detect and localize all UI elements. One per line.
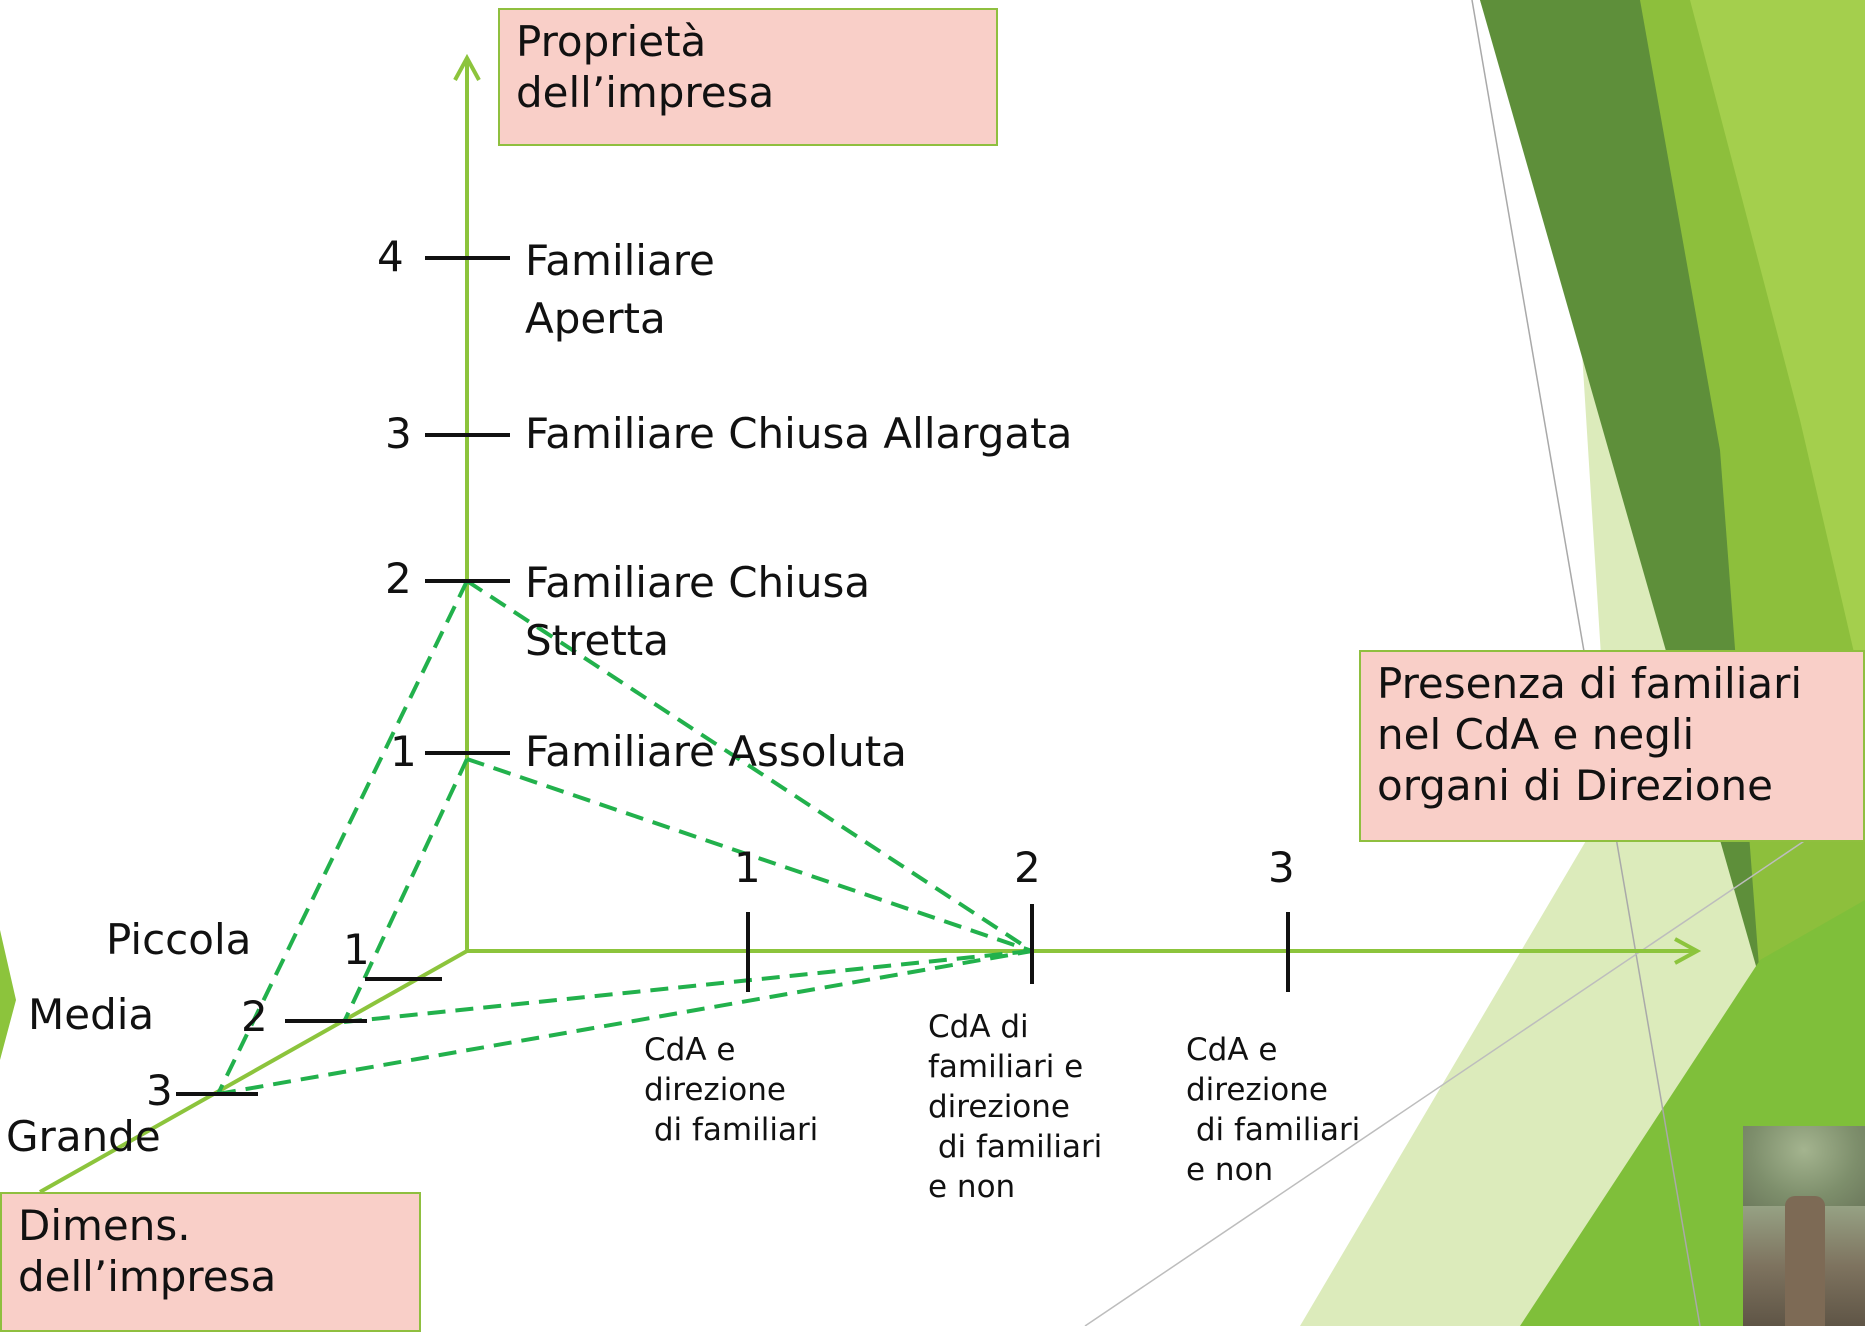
dash-v2-to-d3 <box>216 580 469 1095</box>
horizontal-tick-label-2: CdA di familiari e direzione di familiar… <box>928 1009 1103 1205</box>
horizontal-tick-label-3: CdA e direzione di familiari e non <box>1186 1032 1361 1188</box>
depth-axis-title-text: Dimens. dell’impresa <box>18 1201 277 1302</box>
horizontal-axis-title-text: Presenza di familiari nel CdA e negli or… <box>1377 659 1803 811</box>
vertical-tick-label-1: Familiare Assoluta <box>525 727 907 776</box>
dash-v1-to-d2 <box>342 758 469 1023</box>
vertical-tick-label-2: Familiare Chiusa Stretta <box>525 558 871 665</box>
dash-v2-to-h2 <box>465 579 1034 953</box>
depth-tick-num-1: 1 <box>343 925 370 974</box>
vertical-tick-num-4: 4 <box>377 232 404 281</box>
vertical-tick-marks <box>425 256 510 755</box>
vertical-tick-num-1: 1 <box>390 727 417 776</box>
depth-tick-label-1: Piccola <box>106 915 252 964</box>
tree-canopy <box>1743 1126 1865 1206</box>
horizontal-axis-title: Presenza di familiari nel CdA e negli or… <box>1359 650 1865 842</box>
axes <box>39 53 1702 1194</box>
vertical-axis-title-text: Proprietà dell’impresa <box>516 17 775 118</box>
depth-tick-label-2: Media <box>28 990 155 1039</box>
depth-axis <box>39 949 468 1194</box>
theme-shape-strip <box>1690 0 1865 700</box>
depth-tick-marks <box>176 977 442 1096</box>
horizontal-tick-num-1: 1 <box>734 843 761 892</box>
vertical-tick-label-3: Familiare Chiusa Allargata <box>525 409 1073 458</box>
vertical-tick-num-3: 3 <box>385 409 412 458</box>
vertical-axis-arrowhead <box>453 53 481 81</box>
horizontal-tick-label-1: CdA e direzione di familiari <box>644 1032 819 1148</box>
dash-d3-to-h2 <box>217 949 1033 1096</box>
vertical-tick-num-2: 2 <box>385 554 412 603</box>
vertical-axis-title: Proprietà dell’impresa <box>498 8 998 146</box>
dash-d2-to-h2 <box>343 949 1033 1024</box>
depth-tick-label-3: Grande <box>6 1112 161 1161</box>
horizontal-axis-arrowhead <box>1674 937 1702 965</box>
tree-trunk <box>1785 1196 1825 1326</box>
horizontal-tick-num-2: 2 <box>1014 843 1041 892</box>
dash-v1-to-h2 <box>466 757 1033 953</box>
theme-shape-left-sliver <box>0 930 16 1060</box>
depth-tick-num-2: 2 <box>241 992 268 1041</box>
horizontal-tick-marks <box>746 904 1290 992</box>
dashed-connectors <box>216 579 1034 1096</box>
vertical-tick-label-4: Familiare Aperta <box>525 236 715 343</box>
depth-axis-title: Dimens. dell’impresa <box>0 1192 421 1332</box>
theme-thin-line-2 <box>1084 799 1865 1326</box>
horizontal-tick-num-3: 3 <box>1268 843 1295 892</box>
depth-tick-num-3: 3 <box>146 1066 173 1115</box>
tree-photo-thumbnail <box>1743 1126 1865 1326</box>
